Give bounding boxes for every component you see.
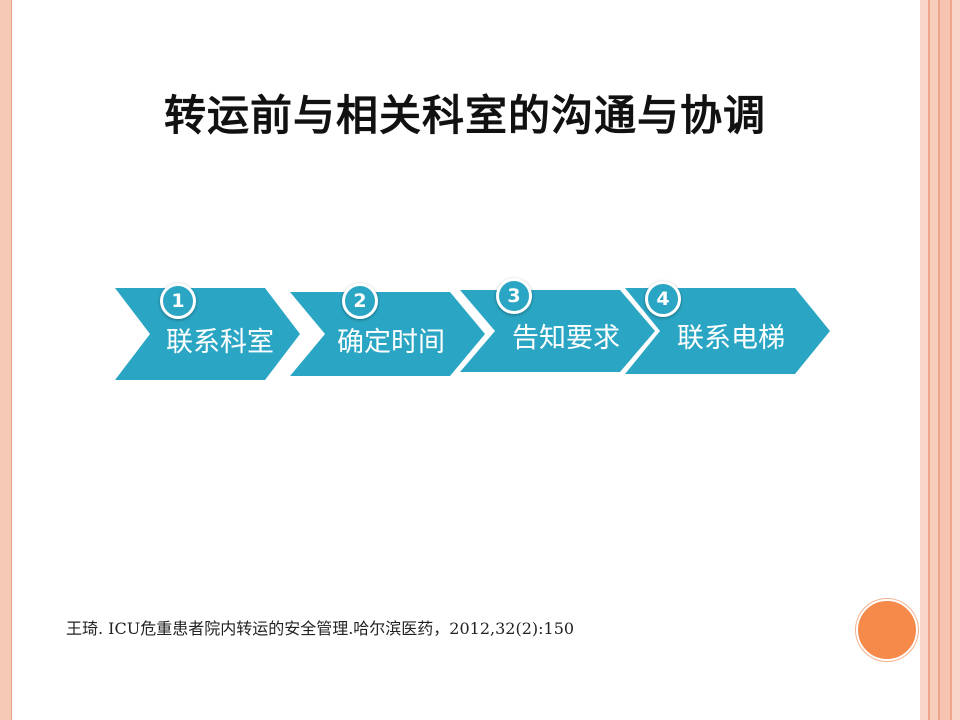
step-3-number-badge: 3 bbox=[496, 278, 532, 314]
step-4-label: 联系电梯 bbox=[677, 323, 785, 354]
step-4-number-badge: 4 bbox=[645, 281, 681, 317]
orange-circle-decoration bbox=[856, 599, 918, 661]
step-1-label: 联系科室 bbox=[166, 327, 274, 358]
process-flow: 1 2 3 4 联系科室 确定时间 告知要求 联系电梯 bbox=[110, 270, 840, 400]
step-3-label: 告知要求 bbox=[512, 323, 620, 354]
step-2-label: 确定时间 bbox=[337, 327, 445, 358]
slide-title: 转运前与相关科室的沟通与协调 bbox=[163, 91, 766, 140]
step-1-number-badge: 1 bbox=[160, 283, 196, 319]
chevron-step-2 bbox=[290, 292, 485, 376]
left-border-decoration bbox=[0, 0, 12, 720]
right-border-decoration bbox=[920, 0, 960, 720]
step-2-number-badge: 2 bbox=[342, 283, 378, 319]
reference-citation: 王琦. ICU危重患者院内转运的安全管理.哈尔滨医药，2012,32(2):15… bbox=[66, 619, 575, 638]
chevron-step-1 bbox=[115, 288, 300, 380]
